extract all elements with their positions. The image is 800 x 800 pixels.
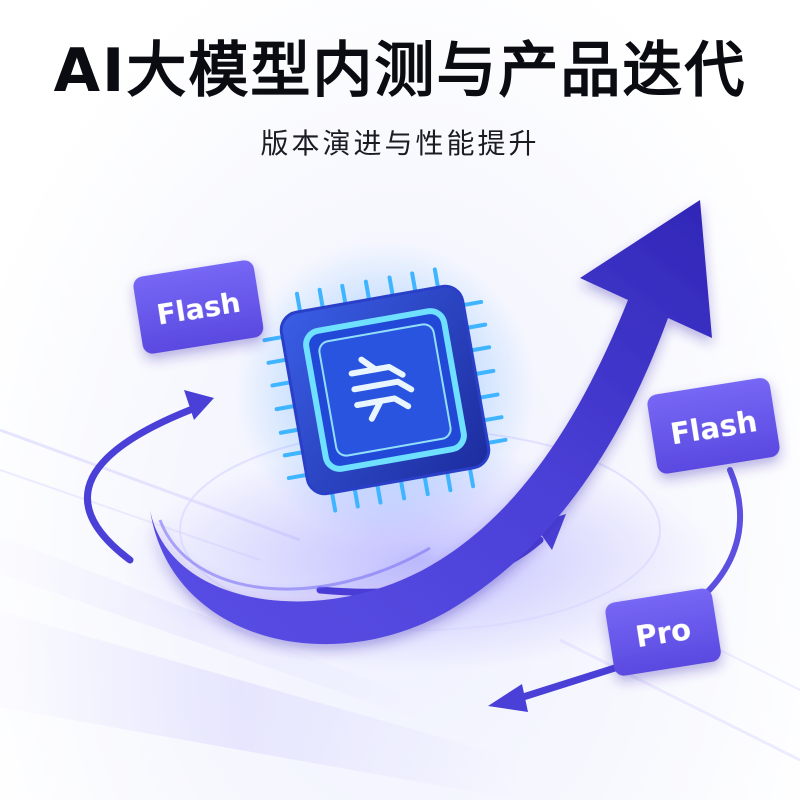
ai-chip-icon	[262, 267, 508, 513]
page-title: AI大模型内测与产品迭代	[53, 36, 747, 106]
growth-arrow-icon	[150, 200, 712, 645]
flash-tag-left: Flash	[133, 260, 264, 354]
page-subtitle: 版本演进与性能提升	[260, 127, 540, 160]
chip-pins	[262, 267, 508, 513]
flash-tag-right: Flash	[647, 378, 780, 474]
pro-tag: Pro	[605, 588, 721, 676]
stacked-layers-icon	[348, 356, 415, 422]
left-cycle-arrow	[84, 390, 214, 564]
